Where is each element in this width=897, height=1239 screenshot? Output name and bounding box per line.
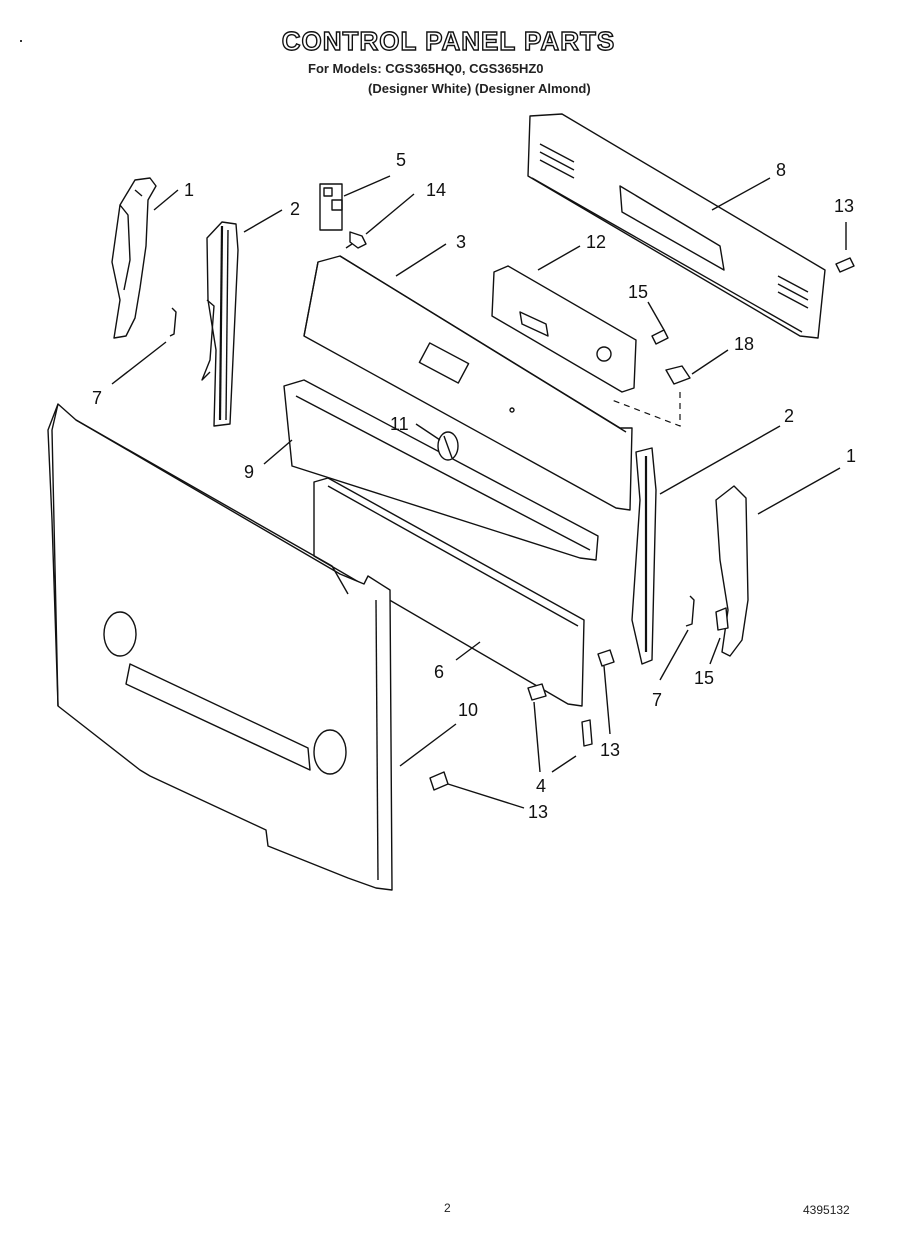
part-screw-13-lower [429,771,449,791]
part-switch [319,183,343,231]
callout-12: 12 [586,232,606,252]
part-clip-right [685,595,695,627]
callout-7-left: 7 [92,388,102,408]
part-clip-left [169,307,177,337]
callout-13-bottom: 13 [528,802,548,822]
callout-2-upper-left: 2 [290,199,300,219]
part-end-cap-right [715,485,749,657]
callout-6: 6 [434,662,444,682]
connector-hidden-line [611,392,681,427]
part-knob [437,431,459,461]
callout-1-right: 1 [846,446,856,466]
callout-15-upper: 15 [628,282,648,302]
callout-15-lower: 15 [694,668,714,688]
part-screw-13-vertical [581,719,593,747]
callout-18: 18 [734,334,754,354]
callout-1-upper-left: 1 [184,180,194,200]
part-screw-14 [345,231,367,249]
document-number: 4395132 [803,1203,850,1217]
finish-line: (Designer White) (Designer Almond) [368,81,591,96]
callout-2-right: 2 [784,406,794,426]
part-clock-control [491,265,637,393]
part-side-bracket-right [631,447,657,665]
callout-4: 4 [536,776,546,796]
part-rear-shield [47,403,393,891]
callout-14: 14 [426,180,446,200]
part-rear-panel [527,113,826,339]
part-screw-15-lower [715,607,729,631]
callout-8: 8 [776,160,786,180]
callout-7-right: 7 [652,690,662,710]
part-screw-15-upper [651,329,669,345]
callout-11: 11 [390,414,409,434]
part-screw-13-middle [597,649,615,667]
callout-labels: 1 2 5 14 3 8 13 12 15 18 7 9 11 2 1 6 7 … [92,150,856,822]
callout-13-upper-right: 13 [834,196,854,216]
part-end-cap-left [111,177,157,339]
callout-3: 3 [456,232,466,252]
callout-9: 9 [244,462,254,482]
page-number: 2 [444,1201,451,1215]
part-control-panel [303,255,633,511]
callout-10: 10 [458,700,478,720]
callout-13-middle: 13 [600,740,620,760]
part-connector [665,365,691,385]
part-screw-4 [527,683,547,701]
models-line: For Models: CGS365HQ0, CGS365HZ0 [308,61,544,76]
part-panel-support [283,379,599,561]
part-screw-13-upper [835,257,855,273]
callout-5: 5 [396,150,406,170]
page-title: CONTROL PANEL PARTS [281,25,616,56]
leader-lines [111,175,847,809]
stray-mark [20,40,22,42]
part-side-bracket-left [201,221,239,427]
